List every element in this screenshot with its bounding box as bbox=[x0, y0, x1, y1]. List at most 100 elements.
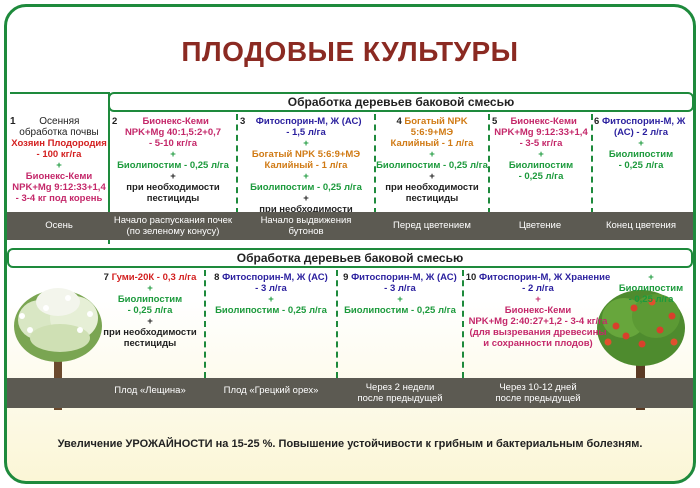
section-bottom-header: Обработка деревьев баковой смесью bbox=[7, 248, 693, 268]
dash-bot-3 bbox=[462, 270, 464, 378]
step-5-d: Биолипостим bbox=[508, 160, 574, 171]
step-8: 8 Фитоспорин-М, Ж (АС) - 3 л/га + Биолип… bbox=[206, 272, 336, 316]
step-1-p1b: - 100 кг/га bbox=[36, 149, 82, 160]
step-11-a: Биолипостим bbox=[618, 283, 684, 294]
stage-2weeks: Через 2 недели после предыдущей bbox=[338, 382, 462, 404]
step-5-plus1: + bbox=[538, 149, 544, 160]
step-4: 4 Богатый NPK 5:6:9+МЭ Калийный - 1 л/га… bbox=[376, 116, 488, 204]
step-6-c: Биолипостим bbox=[608, 149, 674, 160]
step-6-b: (АС) - 2 л/га bbox=[613, 127, 669, 138]
step-10-a: Фитоспорин-М, Ж Хранение bbox=[478, 272, 611, 283]
step-2-e: при необходимости bbox=[126, 182, 220, 193]
step-9-num: 9 bbox=[343, 272, 349, 283]
section-top-header-text: Обработка деревьев баковой смесью bbox=[287, 95, 515, 109]
step-5-num: 5 bbox=[492, 116, 498, 127]
stage-autumn: Осень bbox=[45, 220, 73, 231]
step-4-d: при необходимости bbox=[385, 182, 479, 193]
step-5: 5 Бионекс-Кеми NPK+Mg 9:12:33+1,4 - 3-5 к… bbox=[492, 116, 590, 182]
dash-bot-1 bbox=[204, 270, 206, 378]
step-2-plus1: + bbox=[170, 149, 176, 160]
page-title: ПЛОДОВЫЕ КУЛЬТУРЫ bbox=[181, 36, 519, 67]
step-1-p2c: - 3-4 кг под корень bbox=[15, 193, 103, 204]
step-7-b: Биолипостим bbox=[117, 294, 183, 305]
step-7-e: пестициды bbox=[123, 338, 177, 349]
top-rule bbox=[10, 92, 110, 94]
step-2-b: NPK+Mg 40:1,5:2+0,7 bbox=[124, 127, 222, 138]
step-4-b: Калийный - 1 л/га bbox=[390, 138, 474, 149]
stage-bud-break: Начало распускания почек (по зеленому ко… bbox=[110, 215, 236, 237]
step-10-f: и сохранности плодов) bbox=[483, 338, 593, 349]
step-1-line1: Осенняя bbox=[39, 116, 80, 127]
step-3-plus3: + bbox=[303, 193, 309, 204]
stage-buds: Начало выдвижения бутонов bbox=[238, 215, 374, 237]
step-2-a: Бионекс-Кеми bbox=[142, 116, 209, 127]
stage-walnut: Плод «Грецкий орех» bbox=[223, 385, 319, 396]
step-4-a: Богатый NPK 5:6:9+МЭ bbox=[404, 116, 468, 138]
step-9-plus1: + bbox=[397, 294, 403, 305]
dash-top-2 bbox=[374, 114, 376, 214]
stage-2weeks-1: Через 2 недели bbox=[365, 382, 435, 393]
stage-pre-bloom: Перед цветением bbox=[393, 220, 471, 231]
step-10-e: (для вызревания древесины bbox=[469, 327, 607, 338]
step-3-plus2: + bbox=[303, 171, 309, 182]
step-7: 7 Гуми-20К - 0,3 л/га + Биолипостим - 0,… bbox=[96, 272, 204, 349]
step-10-b: - 2 л/га bbox=[522, 283, 554, 294]
step-4-c: Биолипостим - 0,25 л/га bbox=[376, 160, 488, 171]
step-9: 9 Фитоспорин-М, Ж (АС) - 3 л/га + Биолип… bbox=[338, 272, 462, 316]
step-6-d: - 0,25 л/га bbox=[618, 160, 664, 171]
step-1-num: 1 bbox=[10, 116, 16, 127]
step-2-f: пестициды bbox=[146, 193, 200, 204]
dash-top-3 bbox=[488, 114, 490, 214]
step-2: 2 Бионекс-Кеми NPK+Mg 40:1,5:2+0,7 - 5-10… bbox=[112, 116, 234, 204]
step-6-plus1: + bbox=[638, 138, 644, 149]
step-6-a: Фитоспорин-М, Ж bbox=[601, 116, 686, 127]
stage-hazel: Плод «Лещина» bbox=[114, 385, 186, 396]
poster-frame bbox=[4, 4, 696, 484]
step-10-c: Бионекс-Кеми bbox=[504, 305, 572, 316]
step-1: 1 Осенняя обработка почвы Хозяин Плодоро… bbox=[10, 116, 108, 204]
stage-10days-2: после предыдущей bbox=[495, 393, 581, 404]
step-8-c: Биолипостим - 0,25 л/га bbox=[215, 305, 327, 316]
step-1-plus: + bbox=[56, 160, 62, 171]
step-5-c: - 3-5 кг/га bbox=[519, 138, 563, 149]
step-10-d: NPK+Mg 2:40:27+1,2 - 3-4 кг/га bbox=[468, 316, 608, 327]
step-1-p2b: NPK+Mg 9:12:33+1,4 bbox=[12, 182, 106, 193]
stage-2weeks-2: после предыдущей bbox=[357, 393, 443, 404]
footer-note: Увеличение УРОЖАЙНОСТИ на 15-25 %. Повыш… bbox=[57, 438, 643, 450]
step-3-b: - 1,5 л/га bbox=[286, 127, 326, 138]
step-11: + Биолипостим - 0,25 л/га bbox=[612, 272, 690, 305]
stage-bud-break-1: Начало распускания почек bbox=[113, 215, 233, 226]
step-7-d: при необходимости bbox=[103, 327, 197, 338]
step-4-plus1: + bbox=[429, 149, 435, 160]
step-5-b: NPK+Mg 9:12:33+1,4 bbox=[494, 127, 588, 138]
step-5-a: Бионекс-Кеми bbox=[510, 116, 577, 127]
step-5-e: - 0,25 л/га bbox=[518, 171, 564, 182]
step-2-plus2: + bbox=[170, 171, 176, 182]
step-9-b: - 3 л/га bbox=[384, 283, 416, 294]
step-2-num: 2 bbox=[112, 116, 118, 127]
stage-10days-1: Через 10-12 дней bbox=[499, 382, 577, 393]
step-8-num: 8 bbox=[214, 272, 220, 283]
step-3-c: Богатый NPK 5:6:9+МЭ bbox=[251, 149, 361, 160]
step-8-b: - 3 л/га bbox=[255, 283, 287, 294]
divider-left bbox=[108, 94, 110, 244]
step-3-d: Калийный - 1 л/га bbox=[264, 160, 348, 171]
step-9-a: Фитоспорин-М, Ж (АС) bbox=[351, 272, 457, 283]
stage-band-top bbox=[7, 212, 693, 240]
step-7-num: 7 bbox=[103, 272, 109, 283]
step-10-plus1: + bbox=[535, 294, 541, 305]
stage-bud-break-2: (по зеленому конусу) bbox=[126, 226, 220, 237]
step-10-num: 10 bbox=[465, 272, 477, 283]
section-top-header: Обработка деревьев баковой смесью bbox=[108, 92, 694, 112]
dash-top-4 bbox=[591, 114, 593, 214]
step-3-a: Фитоспорин-М, Ж (АС) bbox=[255, 116, 362, 127]
step-11-b: - 0,25 л/га bbox=[628, 294, 674, 305]
stage-bloom: Цветение bbox=[518, 220, 562, 231]
step-2-c: - 5-10 кг/га bbox=[148, 138, 198, 149]
stage-10days: Через 10-12 дней после предыдущей bbox=[464, 382, 612, 404]
step-4-plus2: + bbox=[429, 171, 435, 182]
step-2-d: Биолипостим - 0,25 л/га bbox=[117, 160, 229, 171]
step-9-c: Биолипостим - 0,25 л/га bbox=[344, 305, 456, 316]
